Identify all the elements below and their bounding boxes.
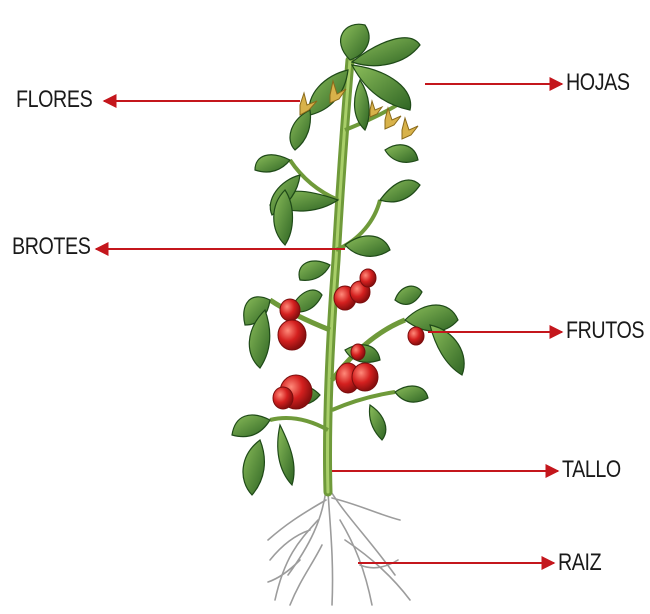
label-brotes: BROTES	[12, 233, 90, 261]
label-flores: FLORES	[16, 86, 92, 114]
label-raiz: RAIZ	[558, 549, 601, 577]
label-frutos: FRUTOS	[566, 317, 644, 345]
label-hojas: HOJAS	[566, 69, 630, 97]
label-tallo: TALLO	[562, 456, 621, 484]
roots	[268, 490, 410, 605]
